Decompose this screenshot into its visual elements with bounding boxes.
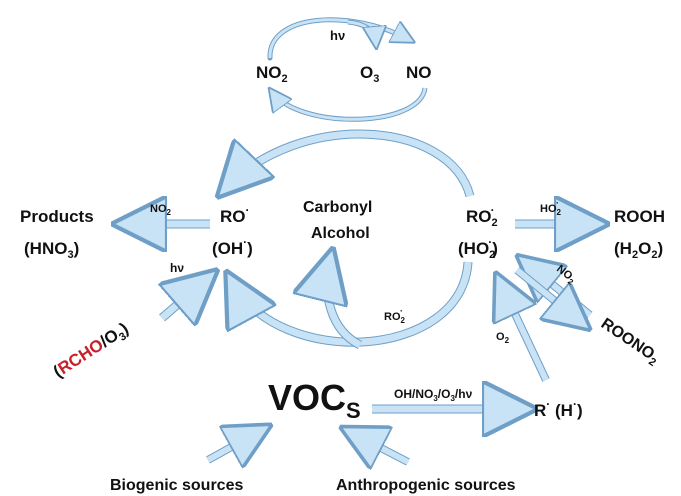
rcho-o3-label: (RCHO/O3) (50, 319, 134, 384)
cycle-return-arrow (269, 87, 428, 122)
rooh-label: ROOH (614, 207, 665, 226)
ro2-right-label: RO2· (466, 203, 498, 229)
o2-label: O2 (496, 331, 510, 345)
ro2-to-ro-arrow (222, 129, 475, 198)
hv-top-label: hν (330, 28, 345, 43)
no-top-label: NO (406, 63, 432, 82)
oh-label: (OH·) (212, 235, 253, 258)
hv-left-label: hν (170, 261, 184, 275)
h2o2-label: (H2O2) (614, 239, 663, 261)
roono2-label: ROONO2 (596, 315, 662, 369)
hno3-label: (HNO3) (24, 239, 79, 261)
anthropogenic-label: Anthropogenic sources (336, 477, 516, 494)
products-label: Products (20, 207, 94, 226)
ho2-right-label: (HO2·) (458, 235, 498, 261)
oxidants-label: OH/NO3/O3/hν (394, 387, 473, 403)
no2-over-arrow-label: NO2 (150, 203, 172, 217)
no2-top-label: NO2 (256, 63, 288, 85)
ho2-arrow-label: HO2· (540, 198, 562, 217)
voc-label: VOCS (268, 377, 361, 423)
biogenic-label: Biogenic sources (110, 477, 243, 494)
o3-top-label: O3 (360, 63, 379, 85)
carbonyl-label: Carbonyl (303, 199, 372, 216)
alcohol-label: Alcohol (311, 225, 370, 242)
r-h-label: R· (H·) (534, 397, 583, 420)
ro2-center-label: RO2· (384, 306, 406, 325)
ro-label: RO· (220, 203, 250, 226)
lower-loop-arrow (228, 261, 473, 347)
